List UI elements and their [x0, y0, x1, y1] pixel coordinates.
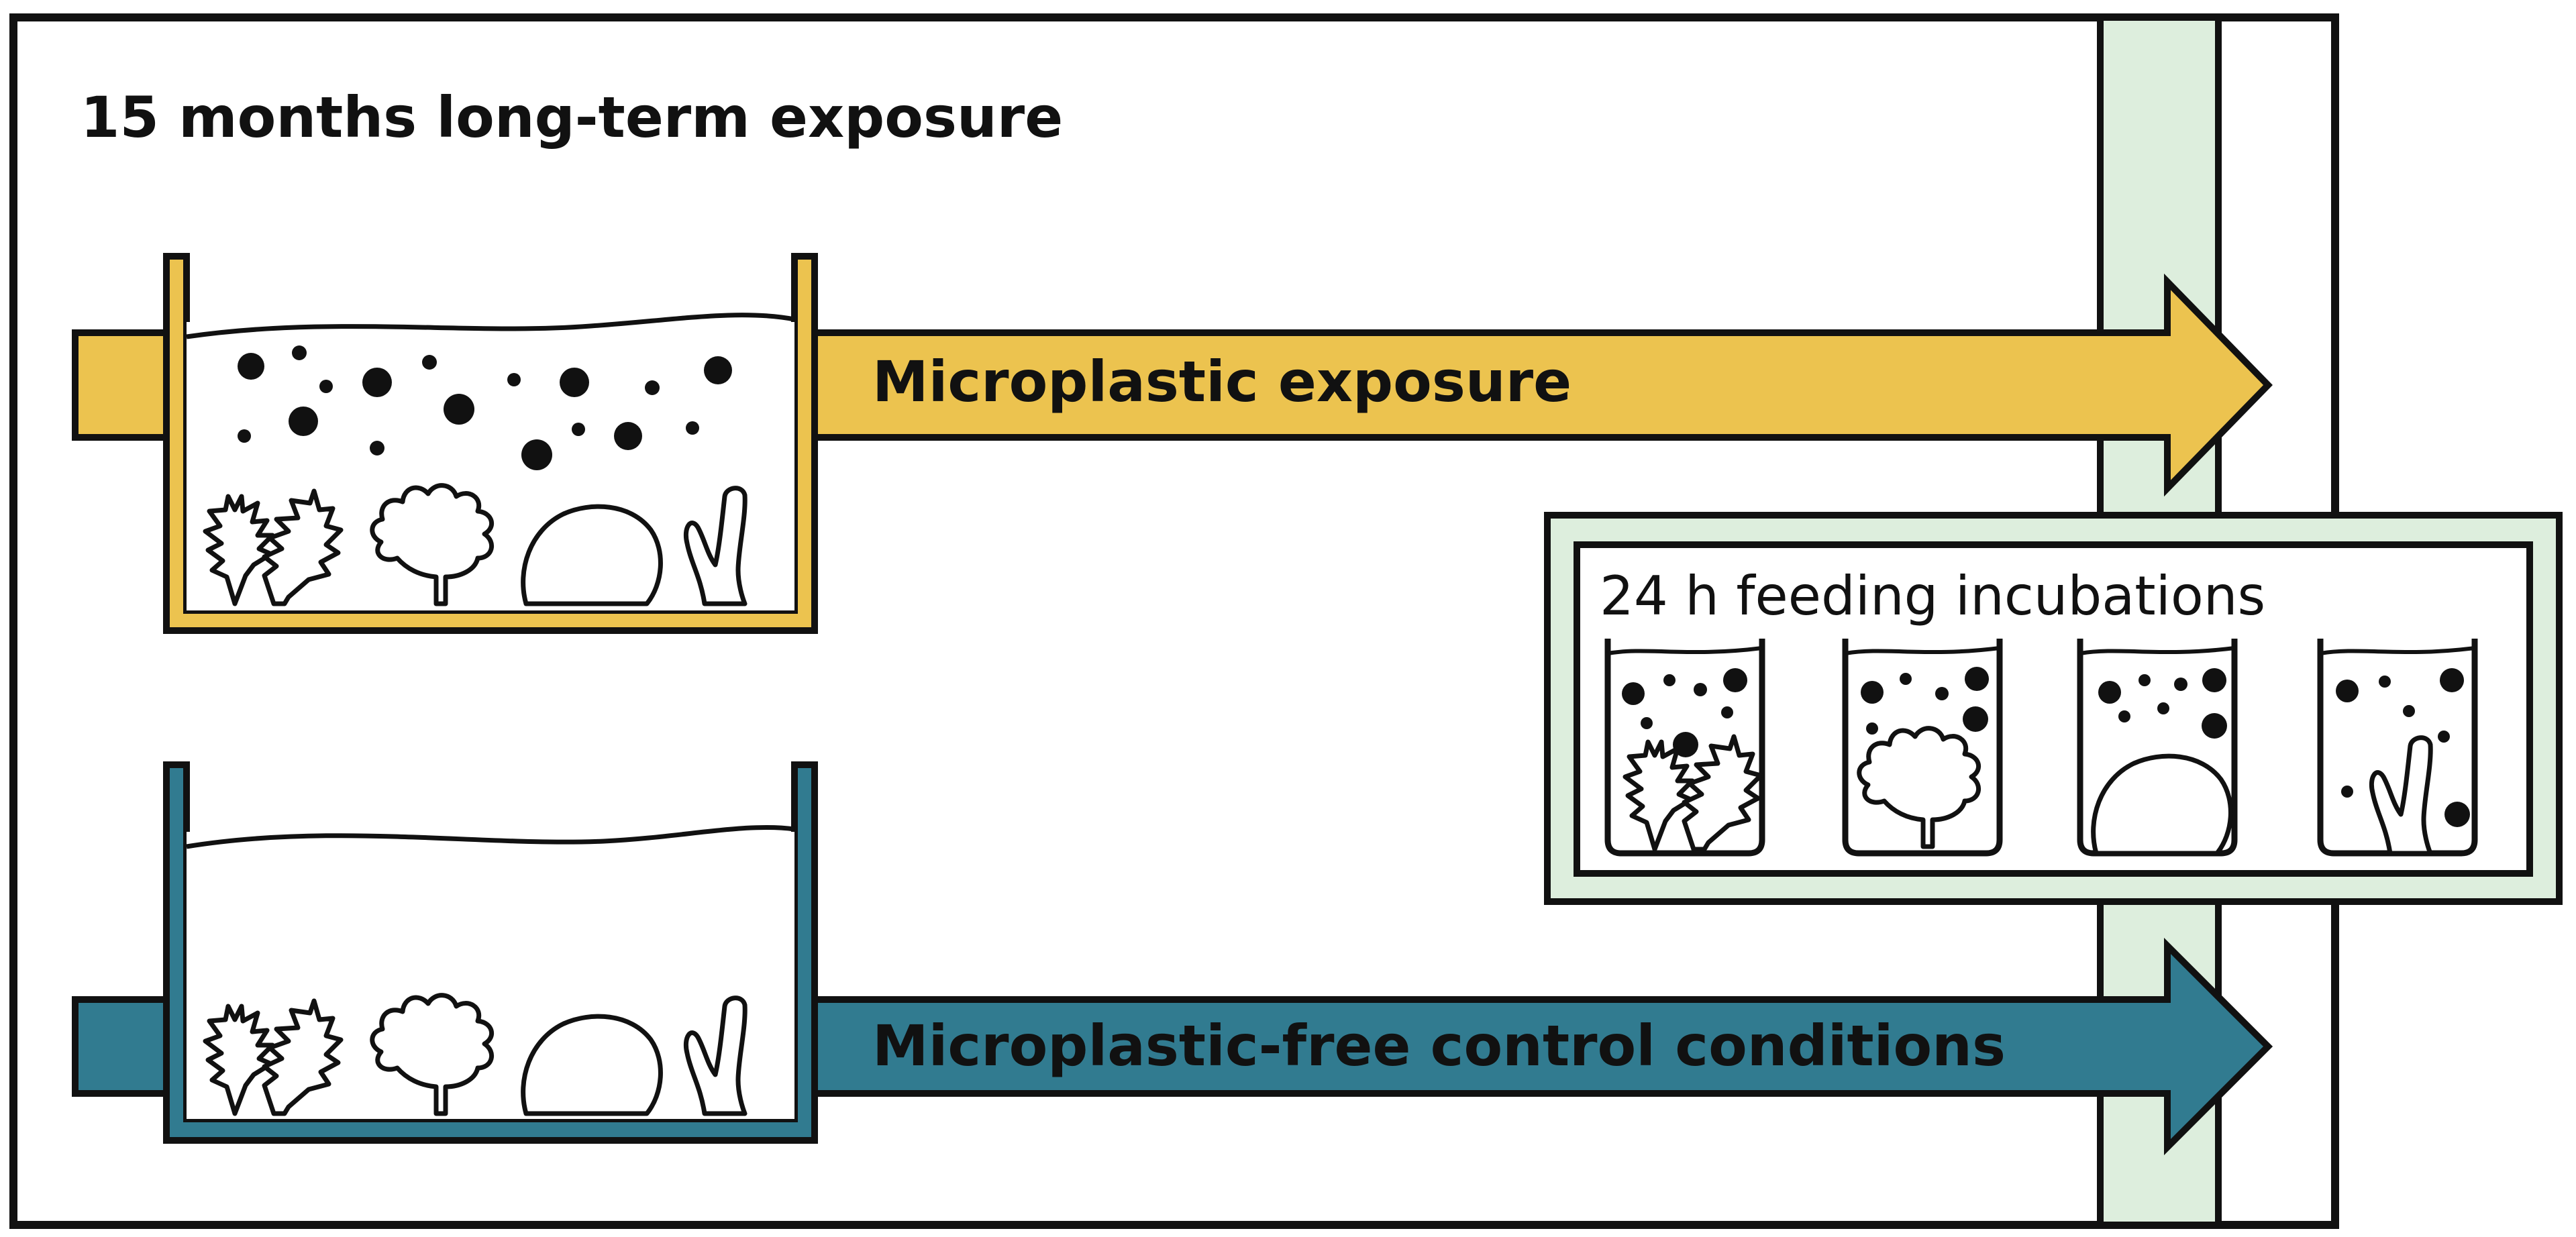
- incubation-beaker: [2077, 639, 2238, 857]
- control-label: Microplastic-free control conditions: [872, 1013, 2006, 1079]
- incubation-beaker: [1842, 639, 2003, 857]
- exposure-tank: [163, 253, 818, 634]
- control-tank: [163, 761, 818, 1144]
- incubation-box: 24 h feeding incubations: [1544, 512, 2563, 905]
- incubation-label: 24 h feeding incubations: [1600, 565, 2265, 627]
- incubation-beaker: [1604, 639, 1765, 857]
- title-label: 15 months long-term exposure: [81, 85, 1063, 150]
- microplastic-particles: [238, 345, 732, 470]
- incubation-beaker: [2317, 639, 2478, 857]
- exposure-label: Microplastic exposure: [872, 349, 1572, 415]
